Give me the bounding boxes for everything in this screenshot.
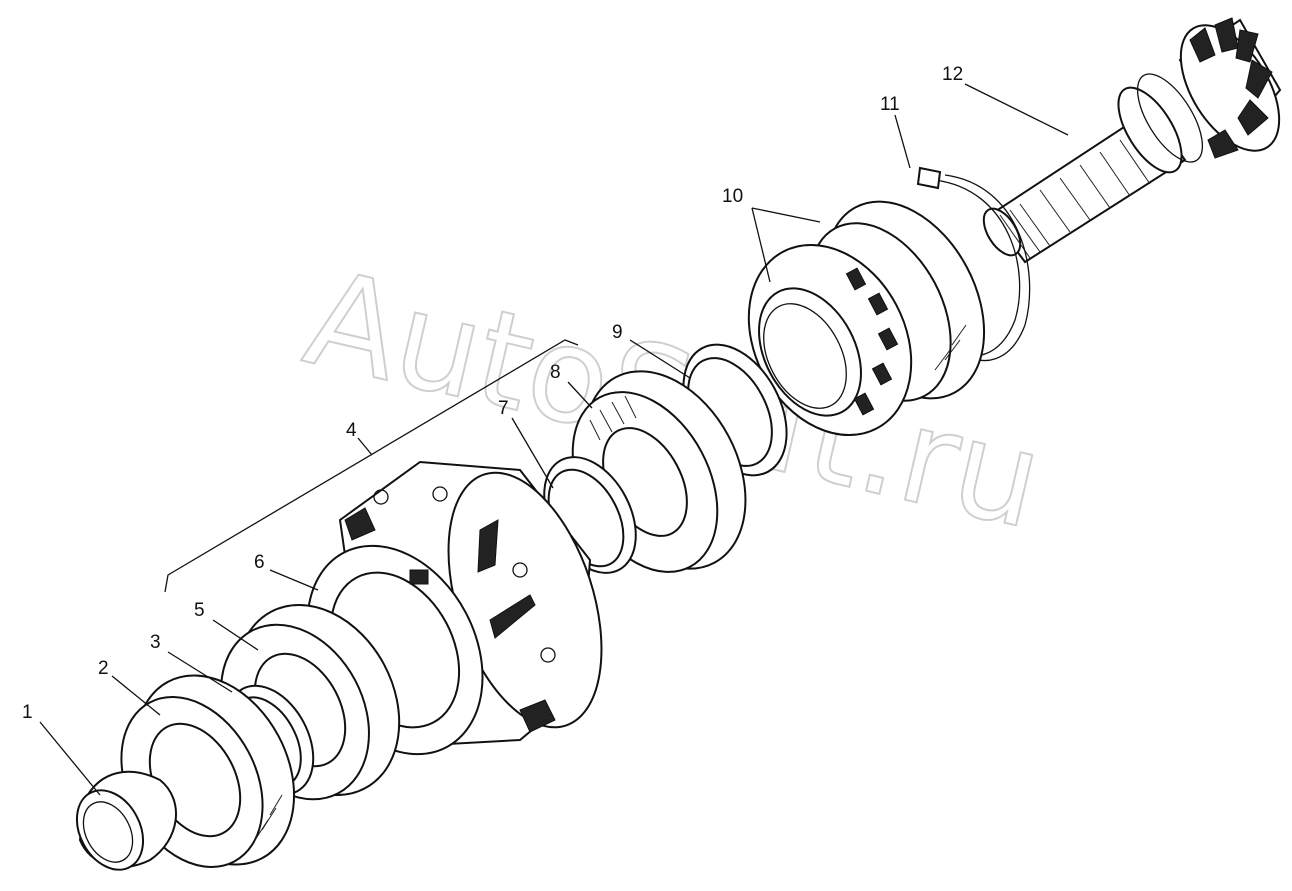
callout-7: 7	[498, 398, 509, 419]
callout-3: 3	[150, 632, 161, 653]
callout-5: 5	[194, 600, 205, 621]
callout-labels: 1 2 3 4 5 6 7 8 9 10 11 12	[22, 64, 963, 723]
callout-11: 11	[880, 94, 900, 115]
callout-6: 6	[254, 552, 265, 573]
callout-4: 4	[346, 420, 357, 441]
part-11-lock-washer	[916, 166, 1031, 362]
callout-12: 12	[942, 64, 963, 85]
bracket-4	[164, 339, 579, 593]
callout-8: 8	[550, 362, 561, 383]
part-12-drive-gear-shaft	[982, 17, 1282, 264]
part-1-cap	[75, 770, 177, 871]
callout-2: 2	[98, 658, 109, 679]
callout-9: 9	[612, 322, 623, 343]
part-2-bearing	[120, 674, 296, 868]
callout-10: 10	[722, 186, 743, 207]
part-10-tapered-roller-bearing	[747, 200, 986, 437]
leader-lines	[39, 83, 1069, 796]
callout-1: 1	[22, 702, 33, 723]
